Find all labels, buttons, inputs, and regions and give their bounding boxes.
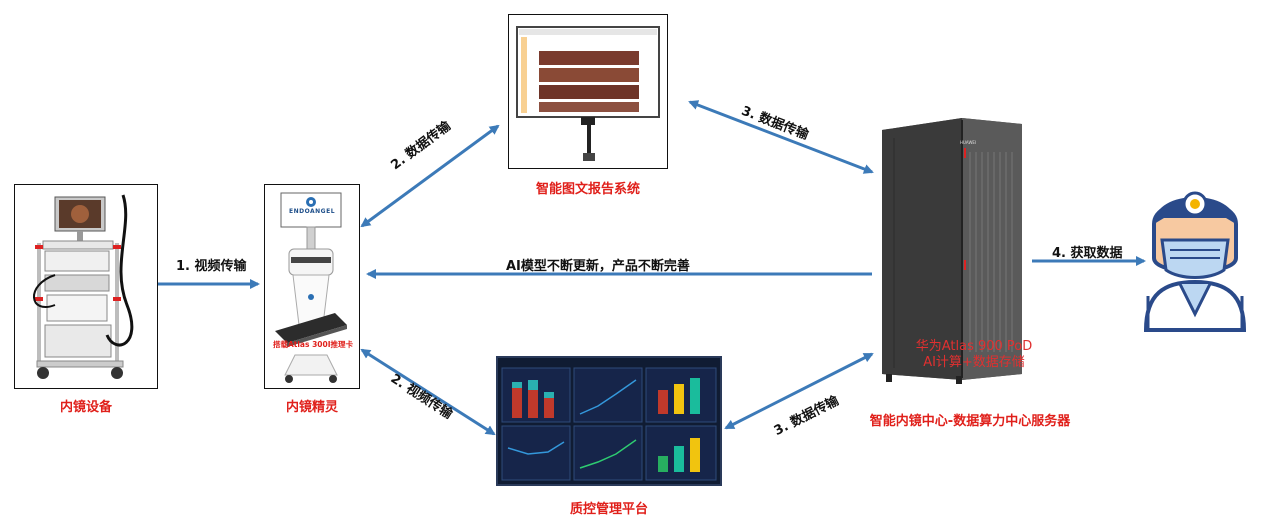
endoscope-sprite-box (264, 184, 360, 389)
qc-platform-caption: 质控管理平台 (569, 502, 648, 517)
atlas-card-label: 搭载Atlas 300I推理卡 (272, 340, 354, 349)
label-video-transfer-2-bottom: 2. 视频传输 (387, 371, 455, 423)
server-caption: 智能内镜中心-数据算力中心服务器 (869, 414, 1071, 429)
endoangel-logo-text: ENDOANGEL (288, 208, 336, 215)
server-overlay-line1: 华为Atlas 900 PoD (915, 339, 1033, 354)
report-monitor-illustration (516, 26, 660, 161)
label-video-transfer-1: 1. 视频传输 (176, 259, 247, 274)
endoscope-sprite-caption: 内镜精灵 (285, 400, 338, 415)
doctor-illustration (1143, 191, 1247, 332)
qc-dashboard-charts (501, 367, 717, 481)
doctor-image (1140, 184, 1250, 334)
endoscope-device-caption: 内镜设备 (59, 400, 112, 415)
label-model-update: AI模型不断更新，产品不断完善 (506, 259, 690, 274)
report-system-box (508, 14, 668, 169)
label-data-transfer-3-bottom: 3. 数据传输 (771, 393, 842, 439)
label-data-transfer-3-top: 3. 数据传输 (739, 103, 811, 144)
endoscope-sprite-illustration (275, 192, 347, 383)
qc-dashboard-image (496, 356, 722, 486)
label-data-transfer-2-top: 2. 数据传输 (388, 118, 454, 174)
server-brand-text: HUAWEI (960, 140, 977, 145)
endoscope-device-box (14, 184, 158, 389)
server-rack-illustration (882, 118, 1022, 384)
server-rack-image (876, 112, 1026, 384)
server-vent (969, 152, 1013, 352)
endoscope-cart-illustration (33, 194, 134, 379)
report-system-caption: 智能图文报告系统 (535, 182, 640, 197)
server-overlay-line2: AI计算+数据存储 (923, 355, 1025, 370)
label-get-data-4: 4. 获取数据 (1052, 246, 1123, 261)
